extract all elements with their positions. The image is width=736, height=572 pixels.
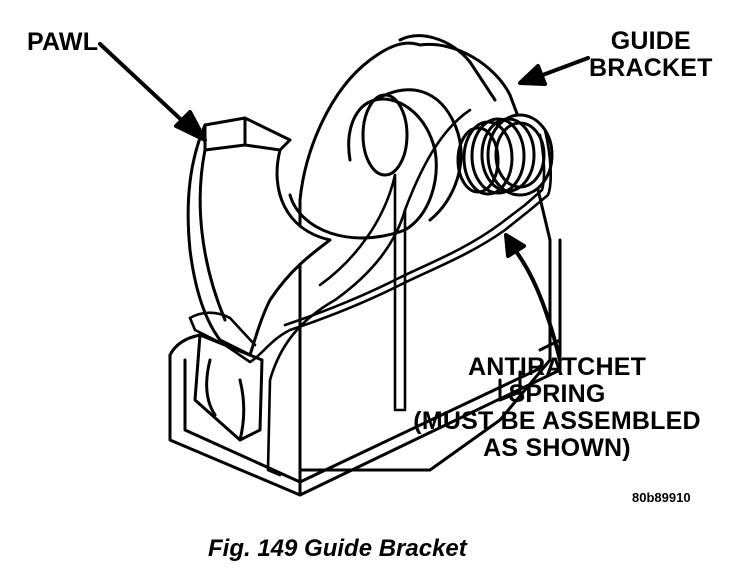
spring-label-line4: AS SHOWN) <box>483 434 631 462</box>
leader-arrows <box>98 42 590 362</box>
antiratchet-spring-label: ANTIRATCHET SPRING (MUST BE ASSEMBLED AS… <box>392 354 722 462</box>
guide-bracket-leader-line <box>538 56 590 78</box>
figure-code: 80b89910 <box>632 490 691 505</box>
spring-leader-line <box>513 248 562 362</box>
spring-label-line1: ANTIRATCHET <box>467 353 647 381</box>
guide-bracket-label: GUIDE BRACKET <box>589 28 713 82</box>
pawl-leader-line <box>98 42 192 130</box>
guide-bracket-arrowhead <box>518 64 547 86</box>
spring-label-line3: (MUST BE ASSEMBLED <box>413 407 701 435</box>
pawl-shape <box>186 116 332 442</box>
spring-label-line2: SPRING <box>508 380 606 408</box>
figure-caption: Fig. 149 Guide Bracket <box>208 535 467 562</box>
pawl-label: PAWL <box>27 28 99 56</box>
spring-arrowhead <box>504 233 526 258</box>
spring-coil <box>456 113 554 197</box>
pawl-arrowhead <box>174 110 207 142</box>
guide-bracket-label-line2: BRACKET <box>589 54 713 82</box>
antiratchet-spring-wire <box>188 108 552 477</box>
guide-bracket-label-line1: GUIDE <box>610 27 691 55</box>
